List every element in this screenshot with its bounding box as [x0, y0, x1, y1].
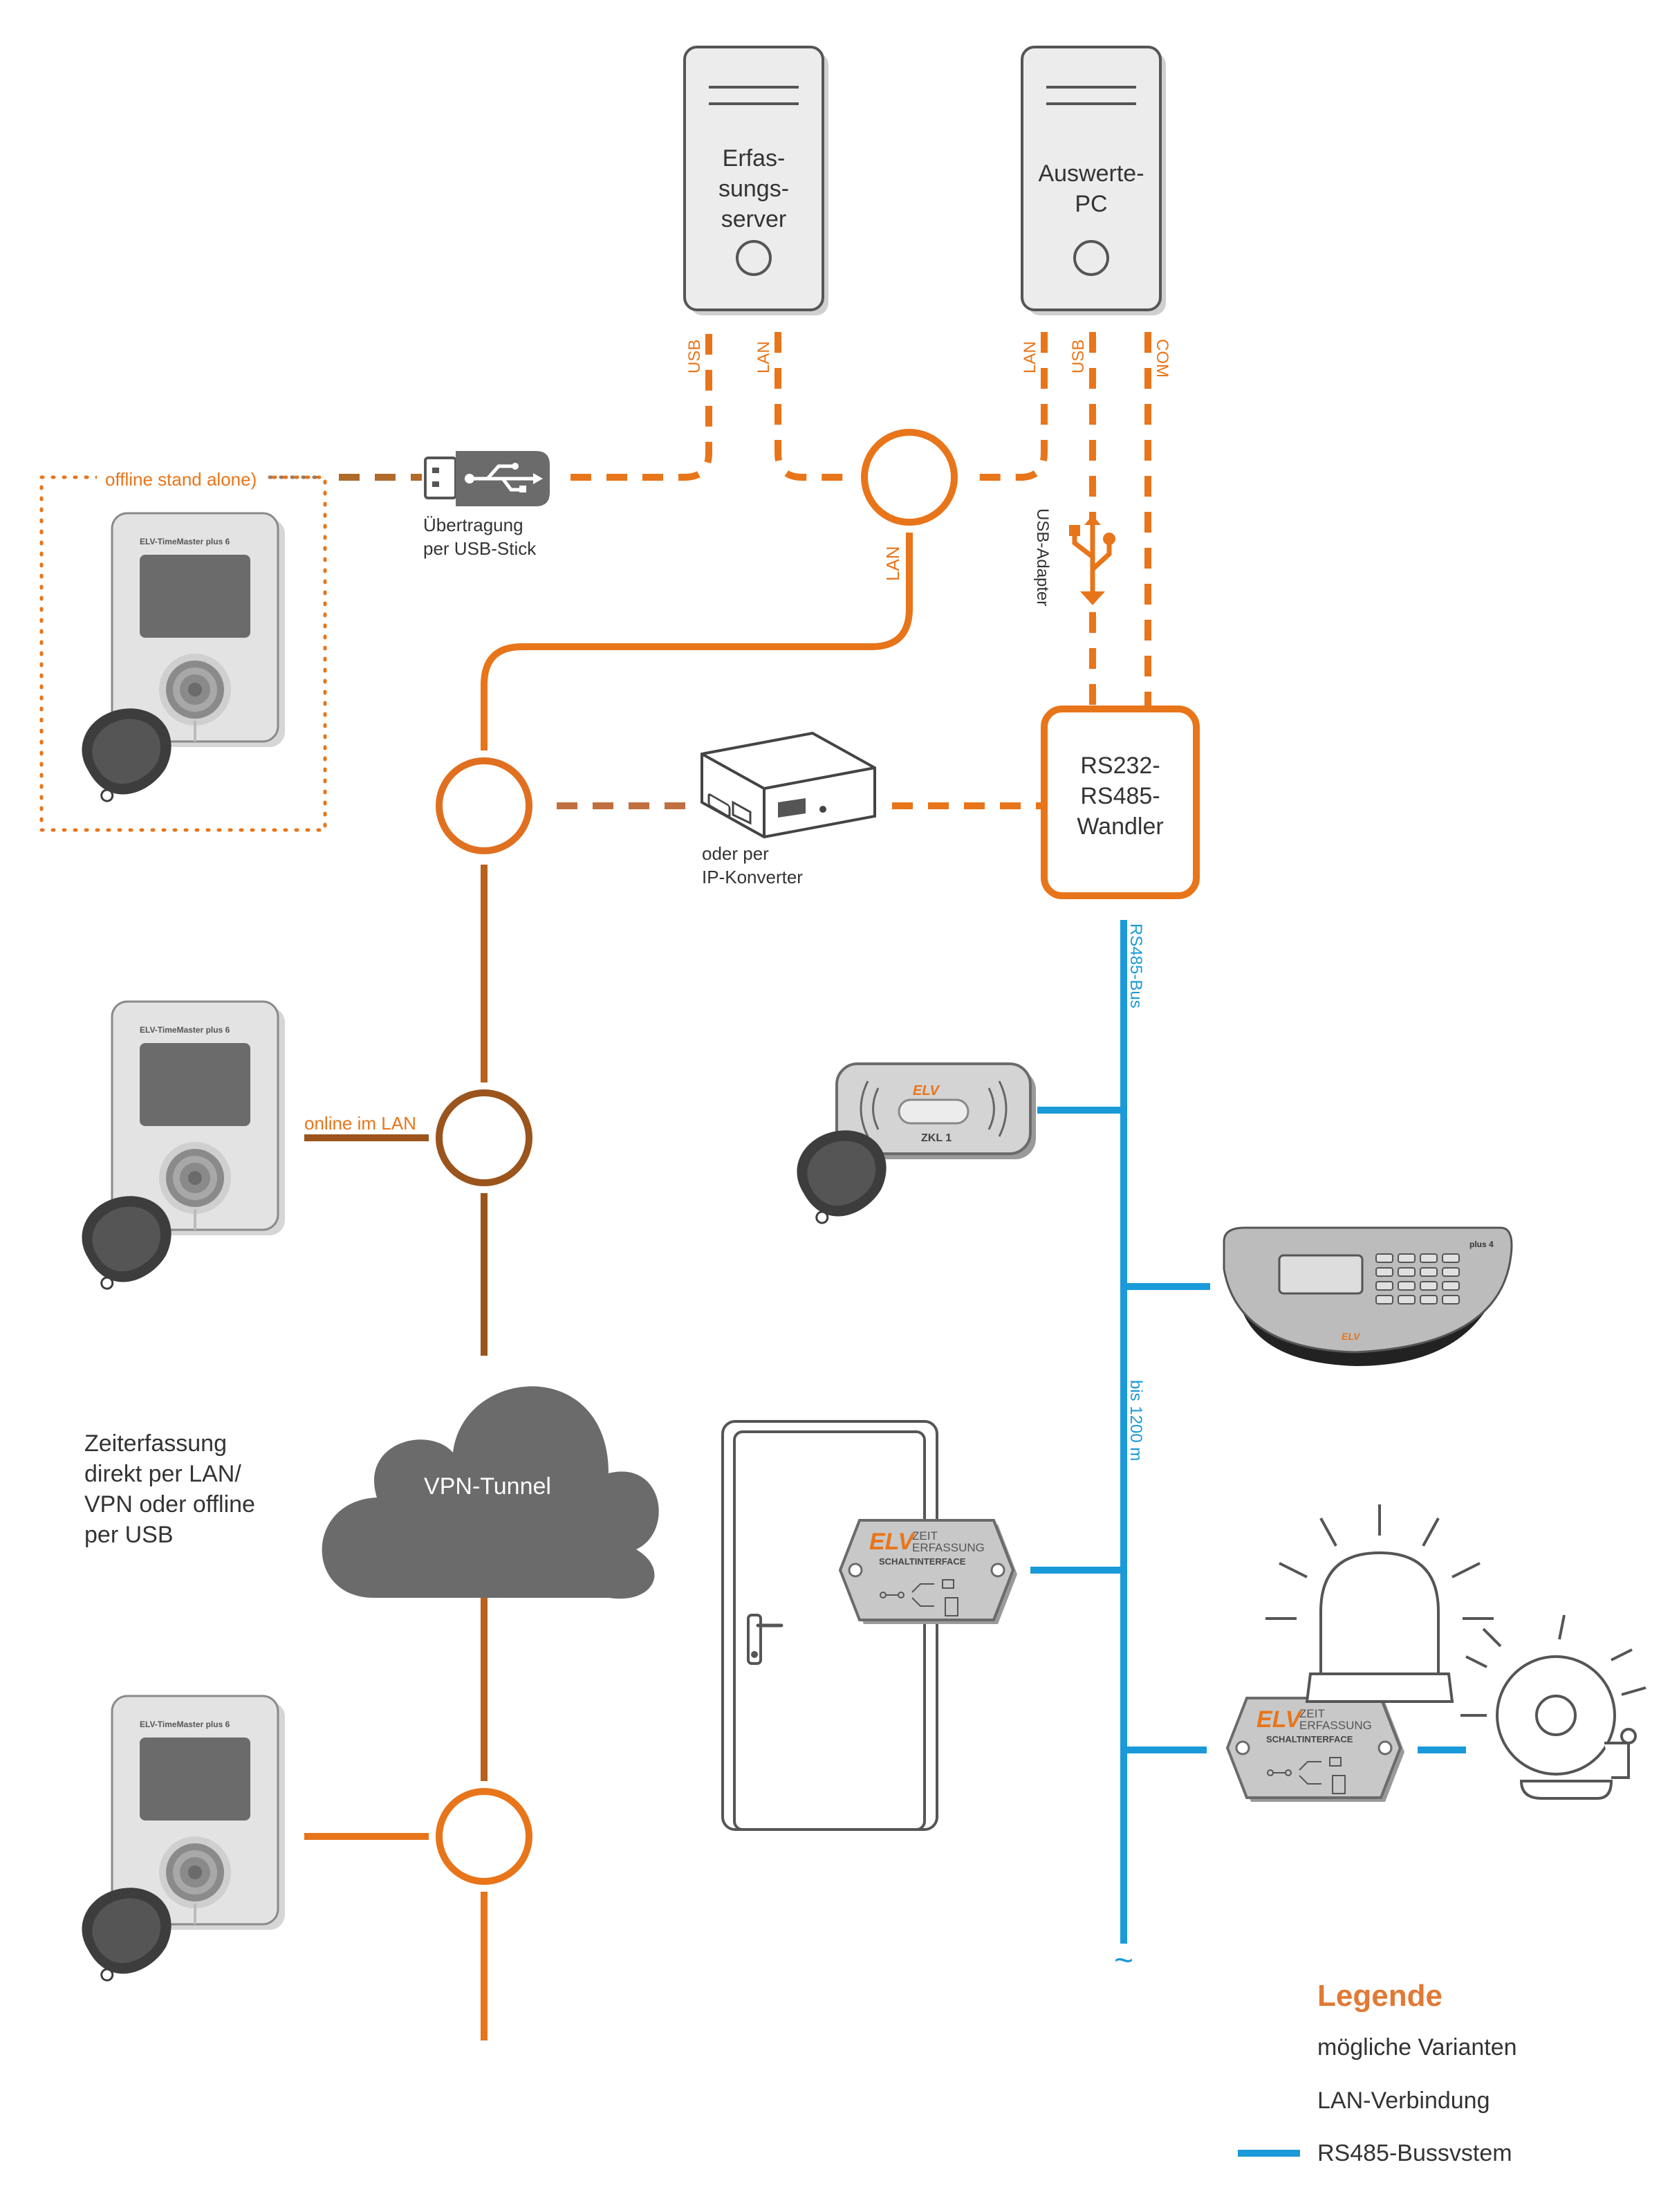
plus4-brand: ELV	[1342, 1331, 1361, 1342]
lan-vertical-label: LAN	[882, 546, 903, 581]
lan-trunk-top	[481, 533, 913, 750]
zkl-model: ZKL 1	[921, 1132, 952, 1144]
legend-label-lan: LAN-Verbindung	[1317, 2087, 1490, 2114]
terminal-brand-label: ELV-TimeMaster plus 6	[140, 537, 230, 546]
offline-standalone-boundary	[39, 475, 327, 832]
usb-adapter-label: USB-Adapter	[1033, 508, 1052, 606]
alarm-bell-icon	[1460, 1614, 1646, 1800]
usb-adapter-icon	[1069, 515, 1115, 605]
zkl-brand: ELV	[913, 1083, 940, 1098]
legend-item-rs485: RS485-Bussvstem	[1238, 2140, 1512, 2166]
lan-ring-top	[861, 429, 958, 526]
interface-brand: ELV	[1256, 1706, 1304, 1733]
switch-interface-door: ELV ZEIT ERFASSUNG SCHALTINTERFACE	[839, 1519, 1019, 1625]
description-line-2: direkt per LAN/	[84, 1461, 241, 1487]
offline-standalone-label: offline stand alone)	[105, 469, 257, 490]
bus-continuation-tilde: ~	[1114, 1942, 1133, 1979]
port-label-pc-com: COM	[1153, 339, 1171, 378]
interface-line-3: SCHALTINTERFACE	[879, 1556, 966, 1567]
lan-ring-online	[436, 1089, 532, 1186]
interface-line-2: ERFASSUNG	[912, 1541, 985, 1554]
zkl1-reader-icon: ELV ZKL 1	[835, 1062, 1036, 1159]
analysis-pc-label-2: PC	[1075, 191, 1107, 217]
usb-stick-icon	[424, 451, 550, 506]
terminal-brand-label: ELV-TimeMaster plus 6	[140, 1025, 230, 1035]
rs485-bus-label: RS485-Bus	[1126, 923, 1145, 1008]
analysis-pc-label-1: Auswerte-	[1038, 160, 1144, 187]
legend-item-lan: LAN-Verbindung	[1238, 2087, 1490, 2114]
interface-line-3: SCHALTINTERFACE	[1266, 1734, 1353, 1744]
legend-label-rs485: RS485-Bussvstem	[1317, 2140, 1512, 2166]
interface-brand: ELV	[869, 1529, 916, 1555]
server-lan-dashed-line	[774, 332, 854, 481]
interface-line-1: ZEIT	[1299, 1707, 1325, 1720]
ip-converter-label-1: oder per	[702, 843, 769, 864]
port-label-server-lan: LAN	[754, 341, 773, 374]
capture-server-label-1: Erfas-	[723, 145, 786, 172]
capture-server-label-2: sungs-	[718, 176, 789, 202]
legend-item-variants: mögliche Varianten	[1238, 2034, 1517, 2061]
legend-label-variants: mögliche Varianten	[1317, 2034, 1517, 2061]
legend-title: Legende	[1317, 1979, 1443, 2013]
lan-ring-converter	[436, 757, 532, 854]
converter-label-3: Wandler	[1077, 813, 1163, 840]
plus4-model: plus 4	[1469, 1239, 1494, 1249]
port-label-pc-usb: USB	[1069, 340, 1088, 374]
converter-label-2: RS485-	[1080, 783, 1160, 809]
terminal-brand-label: ELV-TimeMaster plus 6	[140, 1720, 230, 1729]
converter-label-1: RS232-	[1080, 753, 1160, 779]
description-line-4: per USB	[84, 1522, 174, 1548]
server-usb-dashed-line	[571, 332, 712, 481]
terminal-offline: ELV-TimeMaster plus 6	[111, 512, 286, 748]
ip-converter-label-2: IP-Konverter	[702, 867, 803, 887]
online-lan-label: online im LAN	[304, 1113, 416, 1134]
plus4-terminal-icon: plus 4 ELV	[1223, 1226, 1513, 1366]
ip-converter-icon	[701, 731, 876, 839]
bus-length-label: bis 1200 m	[1126, 1380, 1145, 1461]
vpn-cloud-icon	[322, 1386, 659, 1599]
vpn-tunnel-label: VPN-Tunnel	[424, 1473, 551, 1500]
port-label-server-usb: USB	[685, 340, 704, 374]
capture-server-label-3: server	[721, 206, 786, 232]
interface-line-1: ZEIT	[912, 1529, 938, 1542]
door-icon	[721, 1420, 938, 1831]
usb-transfer-label-2: per USB-Stick	[423, 538, 537, 559]
port-label-pc-lan: LAN	[1021, 341, 1039, 374]
switch-interface-alarm: ELV ZEIT ERFASSUNG SCHALTINTERFACE	[1226, 1697, 1406, 1803]
terminal-vpn: ELV-TimeMaster plus 6	[111, 1695, 286, 1931]
rs232-rs485-converter-box	[1041, 706, 1200, 899]
pc-lan-dashed-line	[965, 332, 1048, 481]
description-line-1: Zeiterfassung	[84, 1430, 227, 1457]
description-line-3: VPN oder offline	[84, 1491, 255, 1518]
terminal-online: ELV-TimeMaster plus 6	[111, 1000, 286, 1237]
usb-transfer-label-1: Übertragung	[423, 515, 523, 535]
lan-ring-bottom	[436, 1788, 532, 1885]
warning-light-icon	[1265, 1504, 1494, 1703]
interface-line-2: ERFASSUNG	[1299, 1719, 1372, 1732]
